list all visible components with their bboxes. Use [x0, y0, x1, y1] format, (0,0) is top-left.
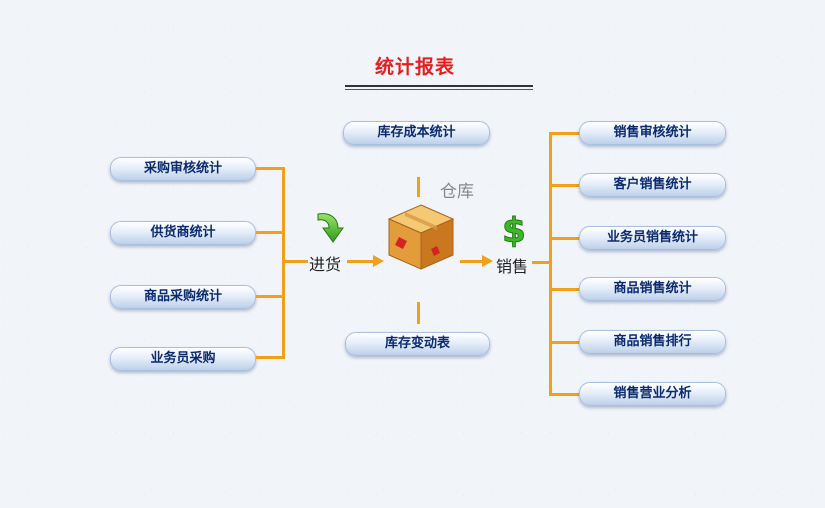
connector-right-5: [549, 341, 579, 344]
cardboard-box-icon: [385, 201, 457, 277]
arrow-head-sales-icon: [482, 255, 493, 267]
dollar-sign-icon: $: [498, 210, 530, 252]
connector-purchase-to-warehouse: [347, 260, 375, 263]
svg-text:$: $: [502, 211, 526, 248]
title-underline: [345, 85, 533, 87]
salesperson-sales-stats-button[interactable]: 业务员销售统计: [579, 226, 726, 250]
sales-label: 销售: [496, 257, 529, 276]
connector-warehouse-to-sales: [460, 260, 484, 263]
connector-left-3: [256, 295, 284, 298]
connector-left-vertical: [282, 167, 285, 359]
warehouse-label: 仓库: [440, 182, 474, 202]
connector-right-3: [549, 237, 579, 240]
connector-right-vertical: [549, 132, 552, 396]
connector-right-6: [549, 393, 579, 396]
inventory-change-button[interactable]: 库存变动表: [345, 332, 490, 356]
connector-right-2: [549, 184, 579, 187]
green-down-arrow-icon: [312, 210, 346, 250]
product-sales-ranking-button[interactable]: 商品销售排行: [579, 330, 726, 354]
connector-sales-to-right: [532, 261, 552, 264]
connector-left-1: [256, 167, 284, 170]
connector-left-2: [256, 231, 284, 234]
page-title: 统计报表: [374, 56, 455, 78]
purchase-audit-stats-button[interactable]: 采购审核统计: [110, 157, 256, 181]
supplier-stats-button[interactable]: 供货商统计: [110, 221, 256, 245]
product-sales-stats-button[interactable]: 商品销售统计: [579, 277, 726, 301]
connector-right-1: [549, 132, 579, 135]
sales-business-analysis-button[interactable]: 销售营业分析: [579, 382, 726, 406]
title-underline-secondary: [345, 89, 533, 90]
purchase-label: 进货: [309, 255, 342, 274]
salesperson-purchase-button[interactable]: 业务员采购: [110, 347, 256, 371]
connector-right-4: [549, 288, 579, 291]
connector-warehouse-top: [417, 177, 420, 197]
customer-sales-stats-button[interactable]: 客户销售统计: [579, 173, 726, 197]
arrow-head-icon: [373, 255, 384, 267]
product-purchase-stats-button[interactable]: 商品采购统计: [110, 285, 256, 309]
connector-warehouse-bottom: [417, 302, 420, 324]
connector-left-4: [256, 356, 284, 359]
sales-audit-stats-button[interactable]: 销售审核统计: [579, 121, 726, 145]
connector-left-to-purchase: [282, 260, 308, 263]
inventory-cost-stats-button[interactable]: 库存成本统计: [343, 121, 490, 145]
